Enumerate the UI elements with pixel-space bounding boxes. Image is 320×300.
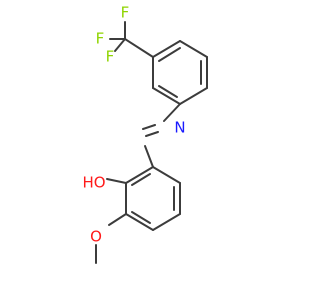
fluorine-label-top: F [121, 4, 130, 22]
lower-benzene-ring [125, 166, 181, 231]
ring-b-bond-1 [152, 166, 181, 184]
imine-linkage [142, 103, 181, 168]
ring-a-bond-2 [179, 40, 208, 58]
ring-b-bond-6 [125, 166, 154, 184]
bond-ch-ring [144, 145, 154, 168]
ring-a-inner-3 [158, 85, 178, 98]
hydroxyl-label: HO [82, 174, 105, 192]
ring-b-inner-2 [131, 211, 151, 224]
lower-ring-substituents [95, 178, 127, 264]
ring-a-bond-1 [152, 40, 181, 58]
structure-diagram: F F F N HO O [82, 4, 208, 264]
ring-a-inner-1 [158, 47, 181, 62]
ring-b-bond-3 [152, 213, 181, 231]
ring-b-inner-3 [131, 173, 151, 186]
nitrogen-label: N [174, 119, 185, 137]
bond-cf3-ring [124, 38, 154, 58]
bond-ring-n [163, 103, 181, 122]
ring-a-bond-5 [152, 87, 181, 105]
fluorine-label-lower-left: F [106, 48, 115, 66]
ring-b-bond-4 [125, 213, 154, 231]
ring-a-bond-4 [179, 87, 208, 105]
bond-n-ch [142, 124, 156, 130]
trifluoromethyl-bonds [109, 21, 154, 58]
upper-benzene-ring [152, 40, 208, 105]
methoxy-oxygen-label: O [90, 228, 102, 246]
fluorine-label-upper-left: F [96, 30, 105, 48]
bond-n-ch-double [145, 131, 159, 137]
bond-c-f-lower-left [114, 38, 126, 52]
bond-ring-o [108, 213, 127, 226]
bond-ring-oh [106, 178, 127, 184]
